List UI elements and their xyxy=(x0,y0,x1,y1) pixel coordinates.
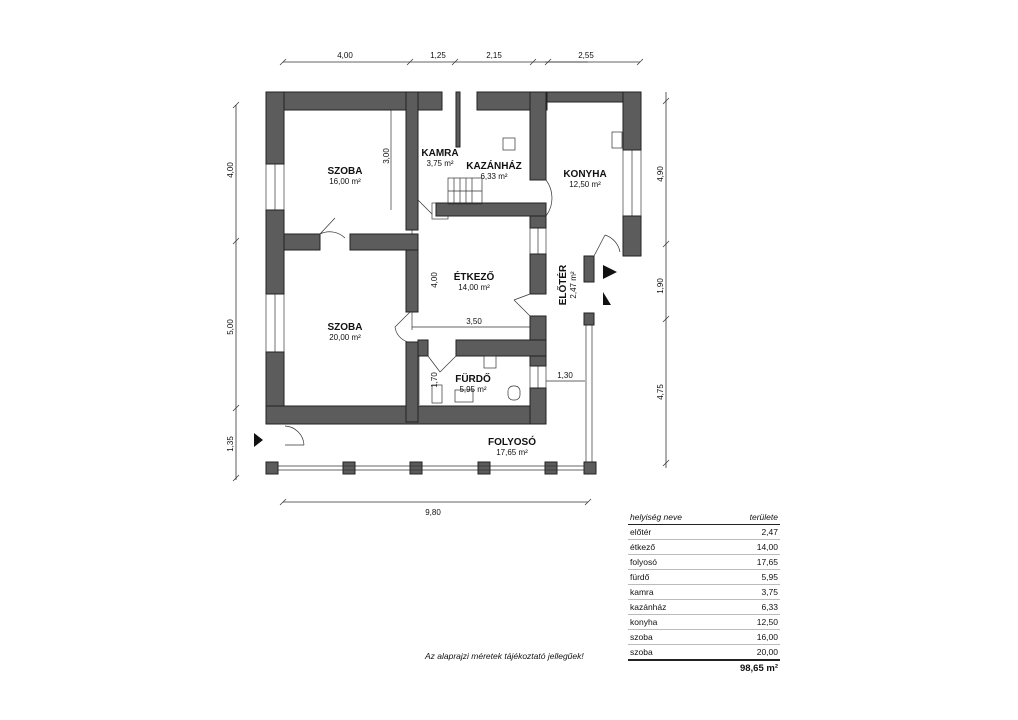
dim-top-1: 4,00 xyxy=(337,51,353,60)
dim-right-3: 4,75 xyxy=(656,384,665,400)
table-cell-area: 12,50 xyxy=(714,614,780,630)
room-etkezo-name: ÉTKEZŐ xyxy=(454,270,495,283)
room-furdo-name: FÜRDŐ xyxy=(455,372,491,385)
room-folyoso-name: FOLYOSÓ xyxy=(488,435,536,448)
dimension-labels: 4,00 1,25 2,15 2,55 4,00 5,00 1,35 4,90 … xyxy=(226,51,665,517)
room-furdo-area: 5,95 m² xyxy=(459,385,486,394)
room-kamra-name: KAMRA xyxy=(421,148,458,159)
room-eloter-name: ELŐTÉR xyxy=(556,264,569,305)
table-cell-area: 6,33 xyxy=(714,599,780,615)
table-total: 98,65 m² xyxy=(714,659,780,675)
dim-top-4: 2,55 xyxy=(578,51,594,60)
table-cell-name: folyosó xyxy=(628,554,715,570)
room-labels: SZOBA 16,00 m² KAMRA 3,75 m² KAZÁNHÁZ 6,… xyxy=(328,148,607,457)
room-folyoso-area: 17,65 m² xyxy=(496,448,528,457)
dim-top-2: 1,25 xyxy=(430,51,446,60)
dim-right-1: 4,90 xyxy=(656,166,665,182)
table-header-row: helyiség neve területe xyxy=(628,510,780,525)
table-cell-area: 20,00 xyxy=(714,644,780,661)
room-konyha-area: 12,50 m² xyxy=(569,180,601,189)
dim-etkezo-height: 4,00 xyxy=(430,272,439,288)
stairs xyxy=(447,137,516,205)
table-total-row: 98,65 m² xyxy=(628,659,780,675)
dim-top-3: 2,15 xyxy=(486,51,502,60)
table-cell-name: előtér xyxy=(628,524,715,540)
dim-left-3: 1,35 xyxy=(226,436,235,452)
dim-left-2: 5,00 xyxy=(226,319,235,335)
table-cell-name: kazánház xyxy=(628,599,715,615)
room-kazanhaz-name: KAZÁNHÁZ xyxy=(466,159,522,172)
table-cell-name: konyha xyxy=(628,614,715,630)
table-header-area: területe xyxy=(714,510,780,525)
room-kamra-area: 3,75 m² xyxy=(426,159,453,168)
table-cell-name: étkező xyxy=(628,539,715,555)
room-szoba1-name: SZOBA xyxy=(328,166,363,177)
entrance-arrow-porch xyxy=(603,292,611,305)
table-cell-area: 2,47 xyxy=(714,524,780,540)
table-cell-name: fürdő xyxy=(628,569,715,585)
table-header-name: helyiség neve xyxy=(628,510,715,525)
table-cell-area: 16,00 xyxy=(714,629,780,645)
dim-furdo-height: 1,70 xyxy=(430,372,439,388)
dim-left-1: 4,00 xyxy=(226,162,235,178)
dim-right-2: 1,90 xyxy=(656,278,665,294)
room-konyha-name: KONYHA xyxy=(563,169,606,180)
table-cell-area: 3,75 xyxy=(714,584,780,600)
entrance-arrow-east xyxy=(603,265,617,279)
dim-szoba1-height: 3,00 xyxy=(382,148,391,164)
room-eloter-area: 2,47 m² xyxy=(569,271,578,298)
room-kazanhaz-area: 6,33 m² xyxy=(480,172,507,181)
table-cell-name: szoba xyxy=(628,644,715,661)
table-cell-area: 5,95 xyxy=(714,569,780,585)
dim-porch-width: 1,30 xyxy=(557,371,573,380)
table-cell-name: szoba xyxy=(628,629,715,645)
walls xyxy=(265,91,642,475)
dimension-lines xyxy=(232,58,670,506)
dim-etkezo-width: 3,50 xyxy=(466,317,482,326)
room-szoba2-name: SZOBA xyxy=(328,322,363,333)
dim-bottom: 9,80 xyxy=(425,508,441,517)
room-etkezo-area: 14,00 m² xyxy=(458,283,490,292)
table-cell-name: kamra xyxy=(628,584,715,600)
disclaimer-note: Az alaprajzi méretek tájékoztató jellegű… xyxy=(425,651,584,661)
porch-railing xyxy=(278,325,593,471)
table-cell-area: 14,00 xyxy=(714,539,780,555)
room-szoba2-area: 20,00 m² xyxy=(329,333,361,342)
doors xyxy=(284,131,623,446)
room-szoba1-area: 16,00 m² xyxy=(329,177,361,186)
entrance-arrow-west xyxy=(254,433,263,447)
table-cell-area: 17,65 xyxy=(714,554,780,570)
